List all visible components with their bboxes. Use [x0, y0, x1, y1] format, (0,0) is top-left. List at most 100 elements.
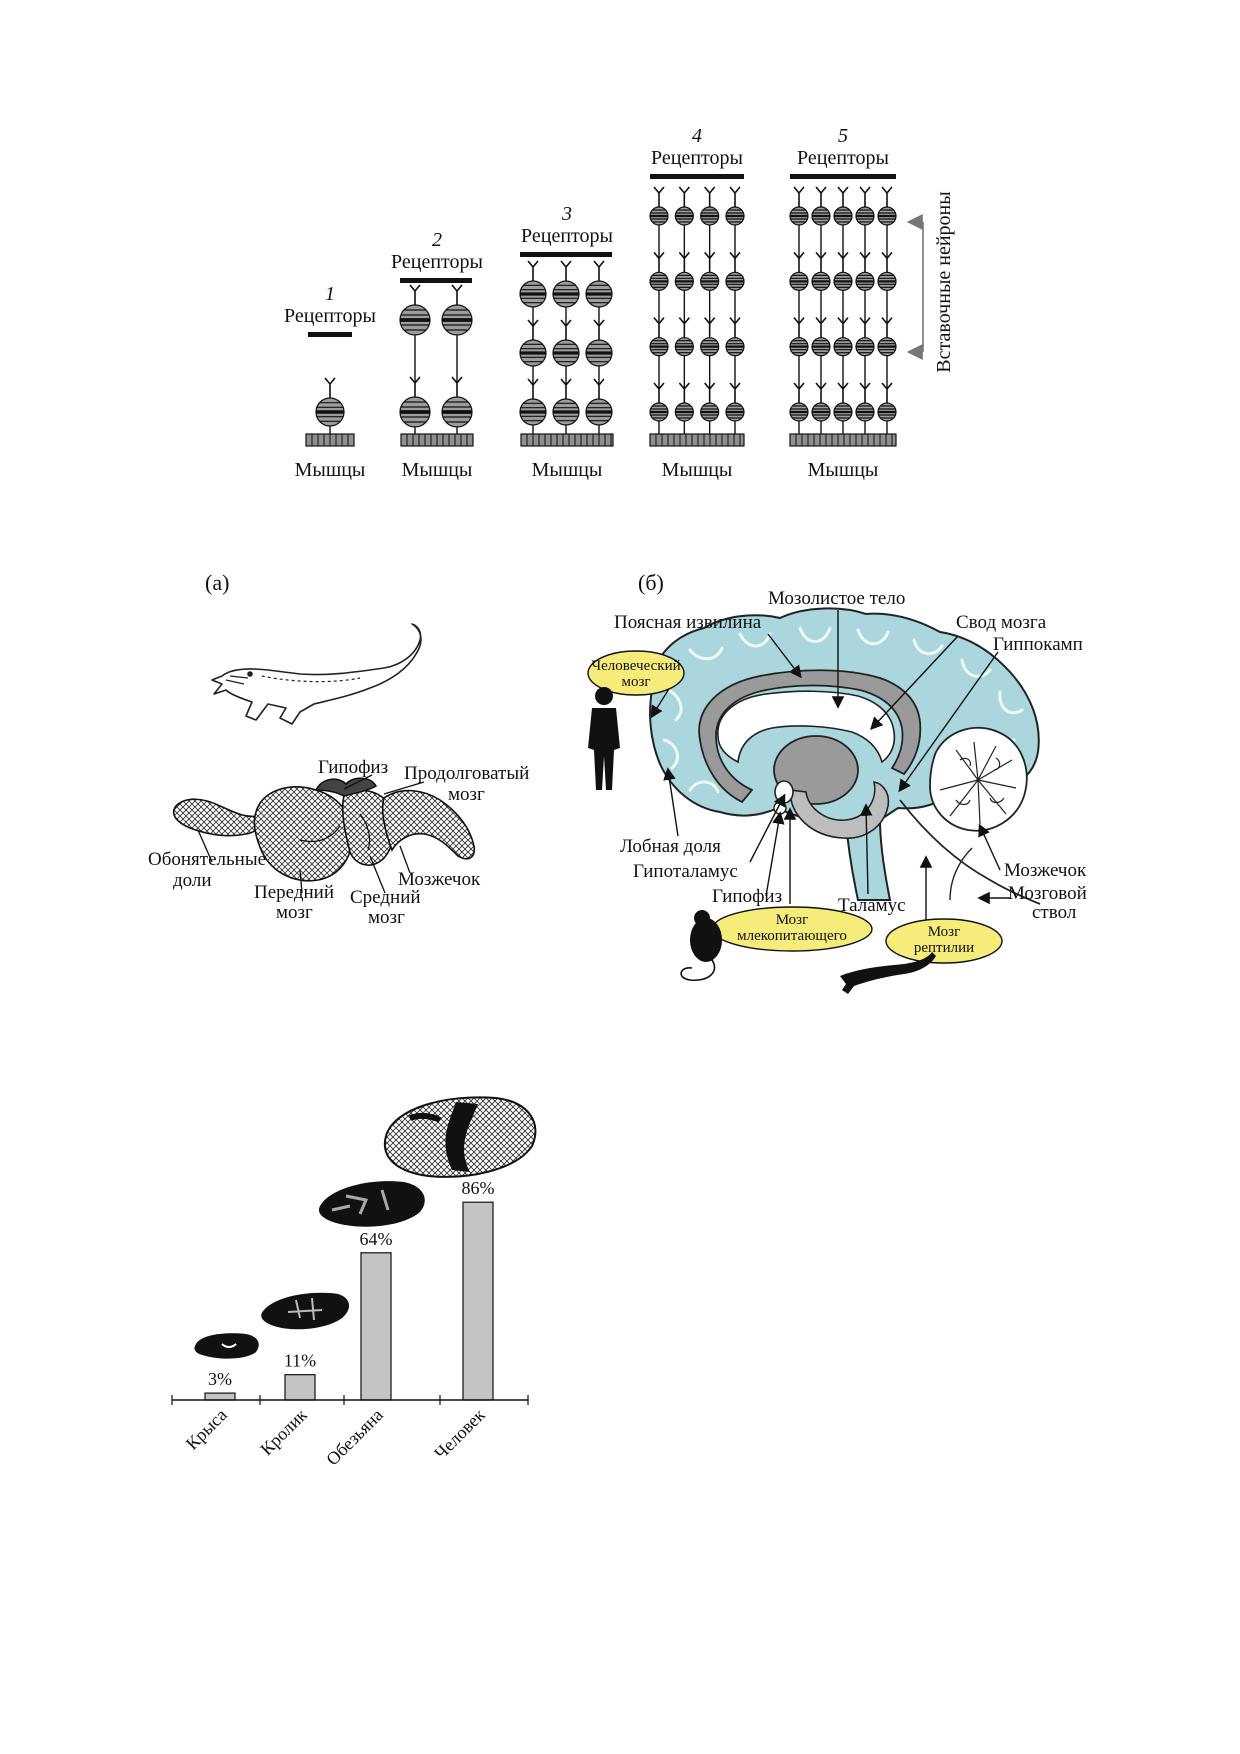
alligator-silhouette	[840, 952, 936, 994]
brainstem-label-line2: ствол	[1032, 902, 1077, 923]
stage-number: 4	[692, 125, 702, 147]
stage-number: 5	[838, 125, 848, 147]
neuron	[441, 284, 473, 383]
thalamus-label: Таламус	[838, 895, 906, 916]
bar-0	[204, 1392, 236, 1401]
corpus-callosum-label: Мозолистое тело	[768, 588, 905, 609]
neuron	[855, 251, 875, 324]
neuron	[519, 378, 547, 434]
midbrain-label-line1: Средний	[350, 887, 421, 908]
neuron	[725, 382, 745, 434]
fig2a-pointers	[197, 774, 425, 894]
brainstem	[899, 799, 1041, 905]
olfactory-lobe	[172, 798, 261, 837]
medulla	[381, 789, 476, 860]
reptile-brain-bubble	[885, 918, 1003, 964]
receptor-bar	[308, 332, 352, 337]
midbrain-label-line2: мозг	[368, 907, 405, 928]
receptors-label: Рецепторы	[391, 251, 483, 273]
medulla-label-line2: мозг	[448, 784, 485, 805]
neuron	[700, 317, 720, 389]
bar-2	[360, 1252, 392, 1401]
thalamus	[773, 735, 859, 805]
mammal-bubble-line2: млекопитающего	[737, 928, 847, 944]
reptile-brain-drawing	[172, 777, 476, 882]
neuron	[789, 186, 809, 259]
bar-1	[284, 1374, 316, 1401]
neuron	[552, 378, 580, 434]
mouse-silhouette	[680, 910, 722, 982]
corpus-callosum	[717, 690, 896, 764]
muscles-label: Мышцы	[662, 459, 733, 481]
neuron	[789, 382, 809, 434]
neuron	[315, 377, 345, 434]
neuron	[649, 317, 669, 389]
neuron	[649, 382, 669, 434]
neuron	[725, 186, 745, 259]
muscles-label: Мышцы	[295, 459, 366, 481]
muscle-block	[305, 433, 355, 447]
neuron	[649, 251, 669, 324]
brain-outline-rabbit	[261, 1292, 350, 1330]
neuron	[833, 186, 853, 259]
bar-value-label: 86%	[462, 1178, 495, 1198]
neuron	[585, 260, 613, 326]
neuron	[674, 382, 694, 434]
neuron	[519, 319, 547, 385]
human-silhouette	[588, 687, 620, 790]
cerebellum-label: Мозжечок	[398, 869, 481, 890]
receptors-label: Рецепторы	[797, 147, 889, 169]
neuron	[811, 382, 831, 434]
human-bubble-line2: мозг	[621, 674, 650, 690]
neuron	[877, 251, 897, 324]
receptor-bar	[400, 278, 472, 283]
muscles-label: Мышцы	[808, 459, 879, 481]
x-tick-label: Крыса	[182, 1405, 231, 1454]
neuron	[855, 317, 875, 389]
neuron	[674, 186, 694, 259]
neuron	[789, 317, 809, 389]
fig2b-panel: (б)	[587, 570, 1087, 994]
neuron	[552, 319, 580, 385]
muscle-block	[789, 433, 897, 447]
hippocampus	[789, 780, 890, 839]
receptors-label: Рецепторы	[284, 305, 376, 327]
muscle-block	[649, 433, 745, 447]
brainstem-label-line1: Мозговой	[1008, 883, 1087, 904]
neuron	[855, 382, 875, 434]
brain-outline-monkey	[318, 1181, 425, 1227]
human-brain-bubble	[587, 650, 685, 696]
reptile-bubble-line2: рептилии	[914, 940, 974, 956]
reptile-bubble-line1: Мозг	[928, 924, 961, 940]
human-bubble-line1: Человеческий	[591, 658, 680, 674]
hypothalamus-label: Гипоталамус	[633, 861, 738, 882]
fig2a-panel: (а) Гипофиз Продолговатый м	[148, 570, 529, 928]
olfactory-label-line1: Обонятельные	[148, 849, 266, 870]
receptors-label: Рецепторы	[651, 147, 743, 169]
neuron	[877, 317, 897, 389]
muscles-label: Мышцы	[402, 459, 473, 481]
bar-series: 3%11%64%86%	[204, 1178, 495, 1401]
neuron	[833, 251, 853, 324]
brain-outline-rat	[194, 1333, 259, 1359]
cingulate-label: Поясная извилина	[614, 612, 762, 633]
hippocampus-label: Гиппокамп	[993, 634, 1083, 655]
cerebellum	[929, 726, 1028, 832]
neuron	[649, 186, 669, 259]
neuron	[855, 186, 875, 259]
neuron	[700, 186, 720, 259]
pituitary-bump	[314, 777, 378, 797]
interneurons-label: Вставочные нейроны	[933, 191, 955, 372]
fornix-label: Свод мозга	[956, 612, 1047, 633]
neuron	[725, 317, 745, 389]
x-tick-label: Обезьяна	[322, 1405, 387, 1470]
cerebellum-label: Мозжечок	[1004, 860, 1087, 881]
neuron	[811, 317, 831, 389]
pituitary-label: Гипофиз	[712, 886, 782, 907]
cingulate-gyrus	[698, 669, 922, 804]
